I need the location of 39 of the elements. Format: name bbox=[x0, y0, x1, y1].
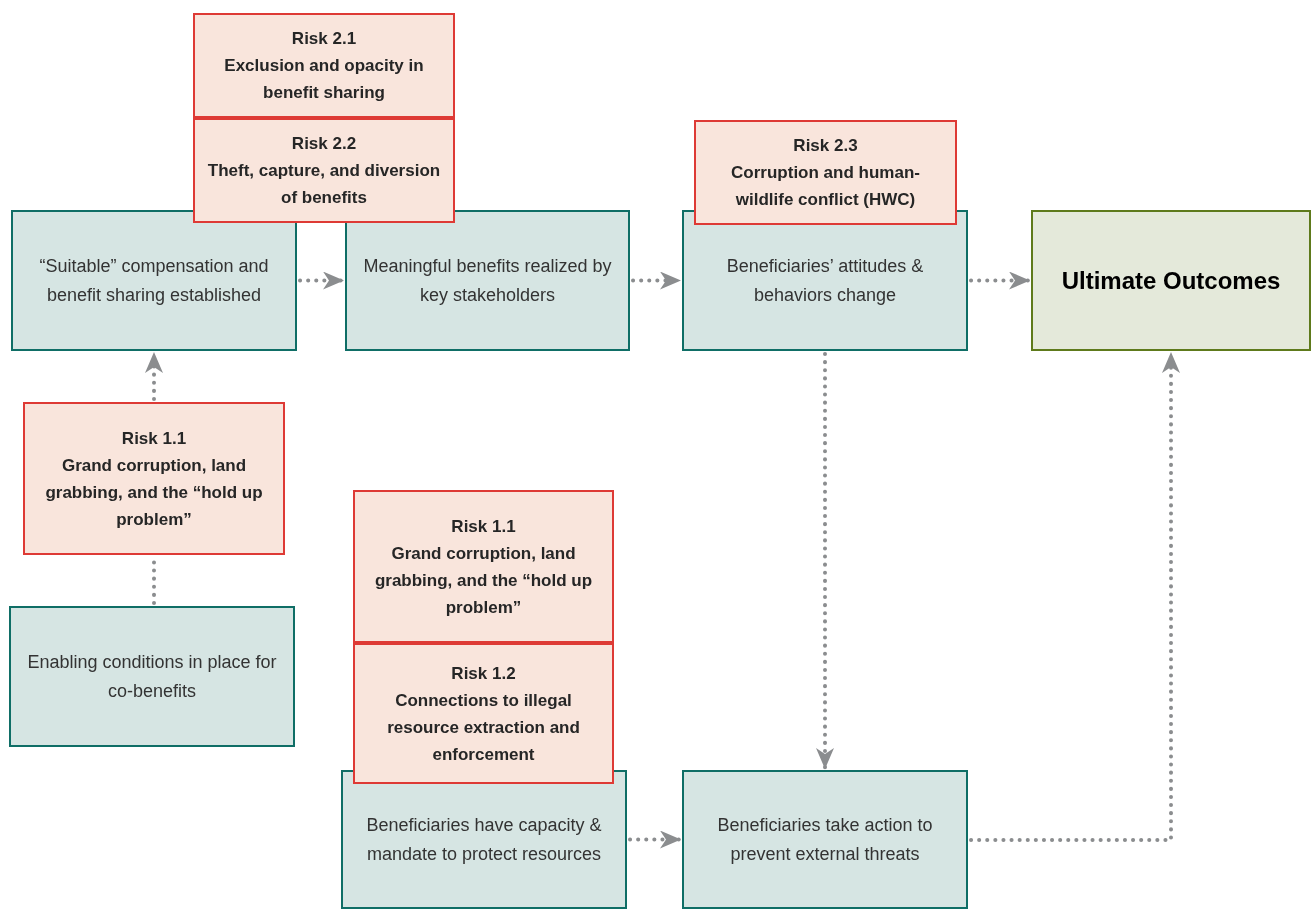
outcome-box bbox=[345, 210, 630, 351]
outcome-box bbox=[341, 770, 627, 909]
box-text: Beneficiaries’ attitudes & behaviors change bbox=[725, 254, 925, 307]
outcome-box bbox=[682, 210, 968, 351]
dotted-arrow bbox=[969, 350, 1180, 842]
box-text: “Suitable” compensation and benefit sharing established bbox=[38, 254, 270, 307]
risk-number: Risk 2.3 bbox=[793, 135, 858, 157]
box-text: Meaningful benefits realized by key stakeholders bbox=[362, 254, 613, 307]
risk-box bbox=[193, 118, 455, 223]
risk-number: Risk 1.1 bbox=[451, 515, 516, 538]
box-text: Beneficiaries have capacity & mandate to protect resources bbox=[365, 813, 603, 866]
risk-number: Risk 1.2 bbox=[451, 662, 516, 685]
risk-description: Grand corruption, land grabbing, and the “hold up problem” bbox=[373, 542, 594, 619]
box-text: Ultimate Outcomes bbox=[1061, 265, 1281, 296]
box-text: Beneficiaries take action to prevent external threats bbox=[716, 813, 934, 866]
risk-box bbox=[23, 402, 285, 555]
risk-description: Grand corruption, land grabbing, and the “hold up problem” bbox=[44, 454, 264, 531]
risk-box bbox=[353, 490, 614, 643]
risk-description: Theft, capture, and diversion of benefits bbox=[206, 160, 442, 209]
risk-box bbox=[353, 643, 614, 784]
dotted-arrow bbox=[969, 271, 1032, 290]
dotted-arrow bbox=[816, 352, 834, 771]
risk-box bbox=[694, 120, 957, 225]
dotted-arrow bbox=[631, 271, 683, 290]
dotted-arrow bbox=[145, 350, 163, 401]
risk-description: Connections to illegal resource extraction and enforcement bbox=[386, 689, 581, 766]
dotted-arrow bbox=[628, 830, 683, 849]
outcome-box bbox=[9, 606, 295, 747]
risk-number: Risk 1.1 bbox=[121, 427, 187, 450]
risk-box bbox=[193, 13, 455, 118]
box-text: Enabling conditions in place for co-benefits bbox=[26, 650, 278, 703]
risk-description: Exclusion and opacity in benefit sharing bbox=[223, 55, 425, 104]
risk-number: Risk 2.1 bbox=[291, 28, 357, 50]
outcome-box bbox=[11, 210, 297, 351]
risk-number: Risk 2.2 bbox=[291, 133, 357, 155]
outcome-box bbox=[682, 770, 968, 909]
ultimate-outcome-box bbox=[1031, 210, 1311, 351]
dotted-arrow bbox=[298, 271, 346, 290]
risk-description: Corruption and human-wildlife conflict (HWC) bbox=[730, 162, 921, 211]
